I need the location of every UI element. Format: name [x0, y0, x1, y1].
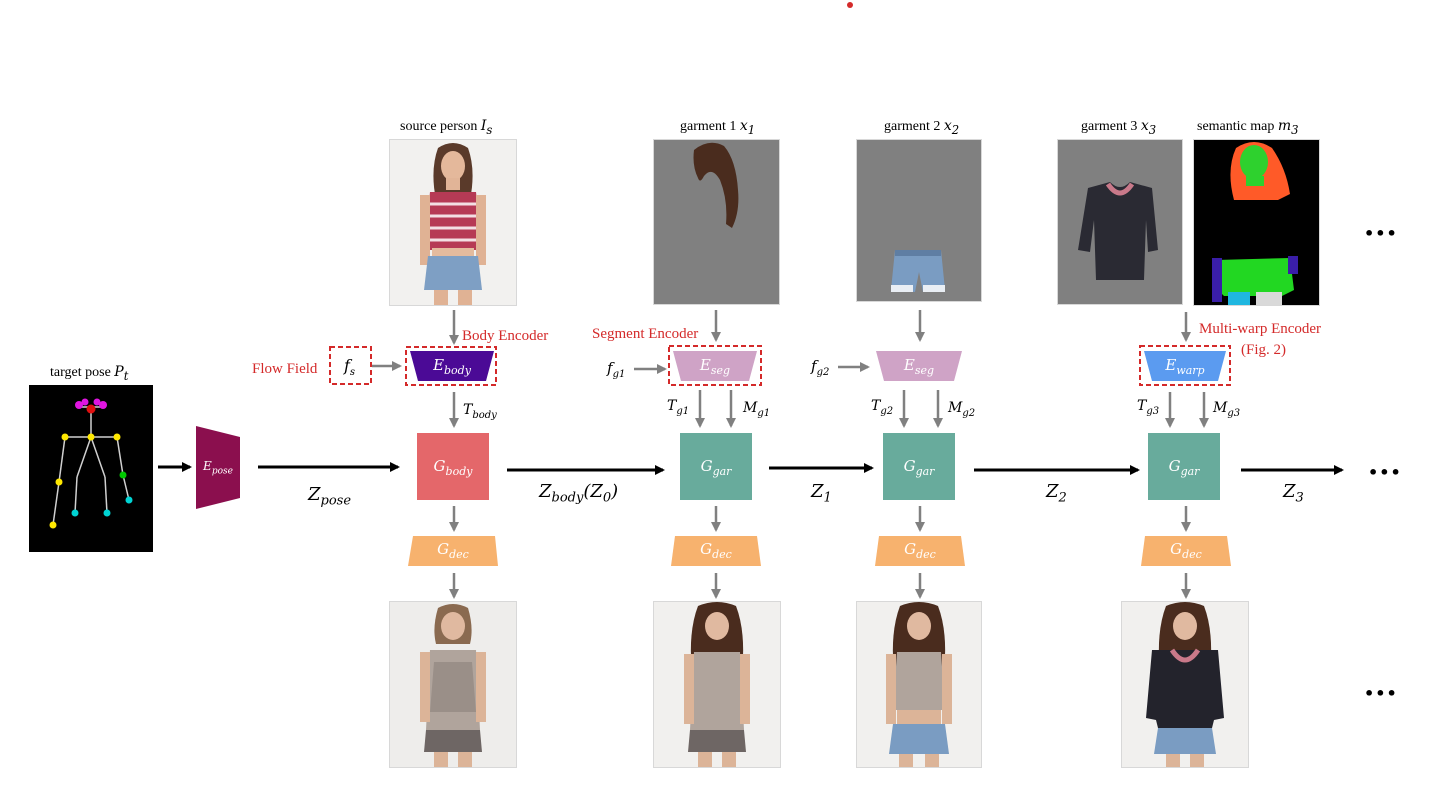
- ellipsis-middle: •••: [1368, 463, 1402, 482]
- garment2-image: [856, 139, 982, 302]
- output-image-gar2: [856, 601, 982, 768]
- g-gar3-box: Ggar: [1148, 433, 1220, 500]
- m-g3-label: Mg3: [1213, 400, 1241, 419]
- ellipsis-bottom: •••: [1364, 684, 1398, 703]
- source-person-label: source person Is: [400, 118, 493, 137]
- ellipsis-top: •••: [1364, 224, 1398, 243]
- output-image-body: [389, 601, 517, 768]
- output-image-gar1: [653, 601, 781, 768]
- body-encoder-dashed-box: [405, 346, 497, 386]
- z3-label: Z3: [1283, 481, 1304, 506]
- garment1-label: garment 1 x1: [680, 118, 756, 137]
- z2-label: Z2: [1046, 481, 1067, 506]
- segment-encoder-dashed-box: [668, 345, 762, 386]
- e-pose-shape: [196, 426, 240, 509]
- e-seg1-shape: [673, 351, 757, 381]
- g-dec-shape-4: [1141, 536, 1231, 566]
- fg2-label: fg2: [811, 357, 830, 378]
- z1-label: Z1: [811, 481, 832, 506]
- flow-field-label: Flow Field: [252, 361, 318, 377]
- g-dec-shape-3: [875, 536, 965, 566]
- flow-field-dashed-box: [329, 346, 372, 385]
- g-gar2-box: Ggar: [883, 433, 955, 500]
- e-warp-shape: [1144, 351, 1226, 381]
- garment2-label: garment 2 x2: [884, 118, 960, 137]
- target-pose-label: target pose Pt: [50, 364, 129, 383]
- fig-ref-label: (Fig. 2): [1241, 342, 1286, 358]
- z-body-label: Zbody(Z0): [539, 481, 619, 506]
- fs-label: fs: [344, 356, 356, 379]
- target-pose-image: [29, 385, 153, 552]
- fg1-label: fg1: [607, 359, 626, 380]
- m-g2-label: Mg2: [948, 400, 976, 419]
- z-pose-label: Zpose: [308, 484, 352, 509]
- semantic-map-label: semantic map m3: [1197, 118, 1299, 137]
- g-dec-shape-2: [671, 536, 761, 566]
- t-g3-label: Tg3: [1137, 398, 1160, 417]
- g-gar1-box: Ggar: [680, 433, 752, 500]
- stray-dot: [847, 2, 853, 8]
- output-image-gar3: [1121, 601, 1249, 768]
- segment-encoder-label: Segment Encoder: [592, 326, 699, 342]
- t-g2-label: Tg2: [871, 398, 894, 417]
- e-body-shape: [410, 351, 494, 381]
- t-body-label: Tbody: [463, 402, 497, 421]
- t-g1-label: Tg1: [667, 398, 690, 417]
- source-person-image: [389, 139, 517, 306]
- garment1-image: [653, 139, 780, 305]
- garment3-image: [1057, 139, 1183, 305]
- garment3-label: garment 3 x3: [1081, 118, 1157, 137]
- g-dec-shape-1: [408, 536, 498, 566]
- g-body-box: Gbody: [417, 433, 489, 500]
- multi-warp-encoder-label: Multi-warp Encoder: [1199, 321, 1322, 337]
- m-g1-label: Mg1: [743, 400, 771, 419]
- semantic-map-image: [1193, 139, 1320, 306]
- warp-encoder-dashed-box: [1139, 345, 1231, 386]
- e-seg2-shape: [876, 351, 962, 381]
- body-encoder-label: Body Encoder: [462, 328, 549, 344]
